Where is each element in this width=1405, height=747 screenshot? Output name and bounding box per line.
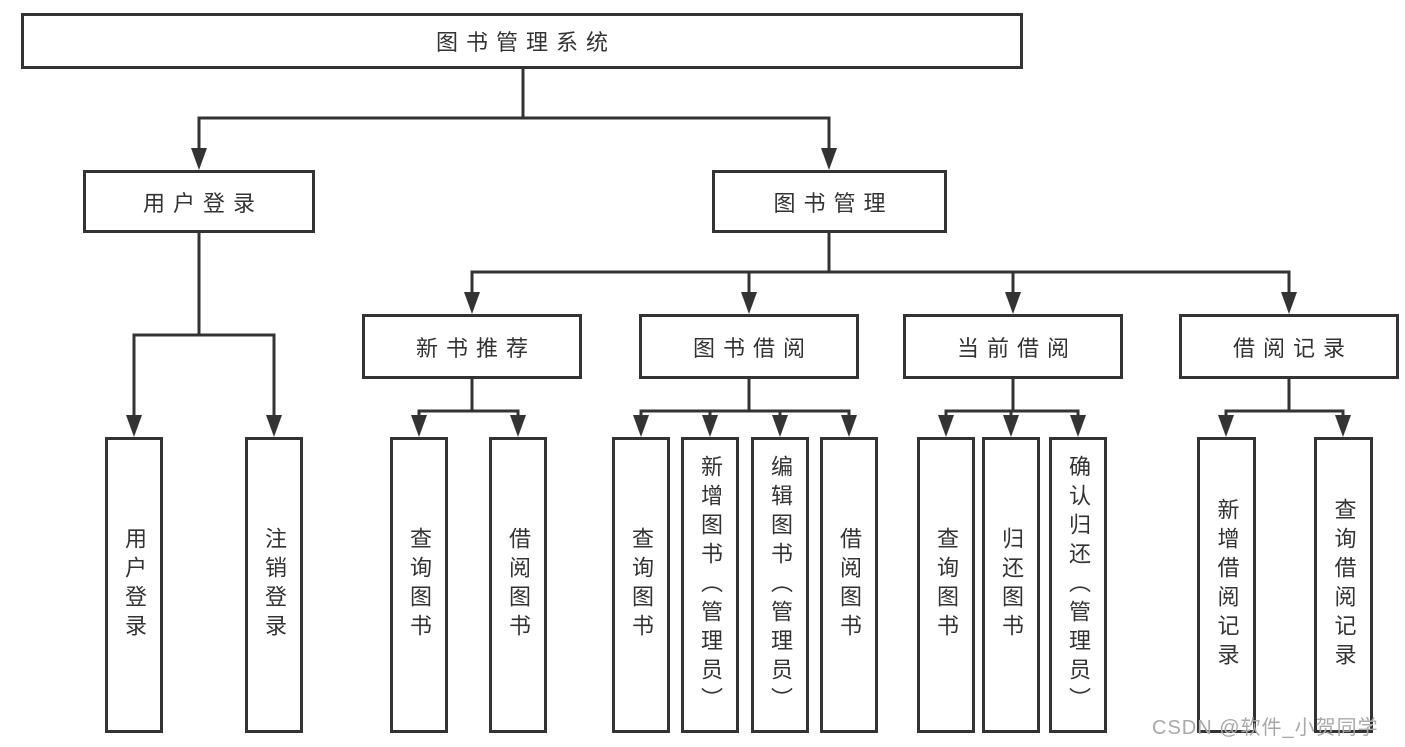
leaf-label: 查询借阅记录 bbox=[1331, 498, 1357, 672]
leaf-borrow-books: 借阅图书 bbox=[820, 437, 878, 733]
leaf-label: 查询图书 bbox=[407, 527, 432, 643]
node-new-book-recommendation: 新书推荐 bbox=[362, 314, 582, 379]
node-user-login: 用户登录 bbox=[83, 170, 315, 233]
leaf-query-borrow-record: 查询借阅记录 bbox=[1314, 437, 1373, 733]
leaf-borrow-books-recommend: 借阅图书 bbox=[489, 437, 547, 733]
leaf-edit-books-admin: 编辑图书（管理员） bbox=[751, 437, 809, 733]
leaf-add-books-admin: 新增图书（管理员） bbox=[681, 437, 739, 733]
leaf-return-books: 归还图书 bbox=[982, 437, 1040, 733]
leaf-label: 新增借阅记录 bbox=[1214, 498, 1240, 672]
leaf-label: 用户登录 bbox=[122, 527, 147, 643]
leaf-confirm-return-admin: 确认归还（管理员） bbox=[1049, 437, 1107, 733]
leaf-label: 归还图书 bbox=[999, 527, 1024, 643]
leaf-user-login: 用户登录 bbox=[105, 437, 163, 733]
leaf-query-books-borrow: 查询图书 bbox=[612, 437, 670, 733]
leaf-add-borrow-record: 新增借阅记录 bbox=[1197, 437, 1256, 733]
leaf-label: 新增图书（管理员） bbox=[698, 454, 723, 716]
csdn-watermark: CSDN @软件_小贺同学 bbox=[1152, 717, 1379, 739]
node-current-borrowing: 当前借阅 bbox=[903, 314, 1123, 379]
leaf-query-books-current: 查询图书 bbox=[917, 437, 975, 733]
leaf-label: 确认归还（管理员） bbox=[1066, 454, 1091, 716]
leaf-label: 查询图书 bbox=[629, 527, 654, 643]
leaf-label: 借阅图书 bbox=[837, 527, 862, 643]
node-book-management: 图书管理 bbox=[712, 170, 947, 233]
leaf-label: 注销登录 bbox=[262, 527, 287, 643]
leaf-label: 借阅图书 bbox=[506, 527, 531, 643]
node-borrowing-records: 借阅记录 bbox=[1179, 314, 1399, 379]
leaf-logout: 注销登录 bbox=[245, 437, 303, 733]
node-book-management-system: 图书管理系统 bbox=[21, 13, 1023, 69]
leaf-label: 查询图书 bbox=[934, 527, 959, 643]
leaf-label: 编辑图书（管理员） bbox=[768, 454, 793, 716]
leaf-query-books-recommend: 查询图书 bbox=[390, 437, 448, 733]
node-book-borrowing: 图书借阅 bbox=[639, 314, 859, 379]
